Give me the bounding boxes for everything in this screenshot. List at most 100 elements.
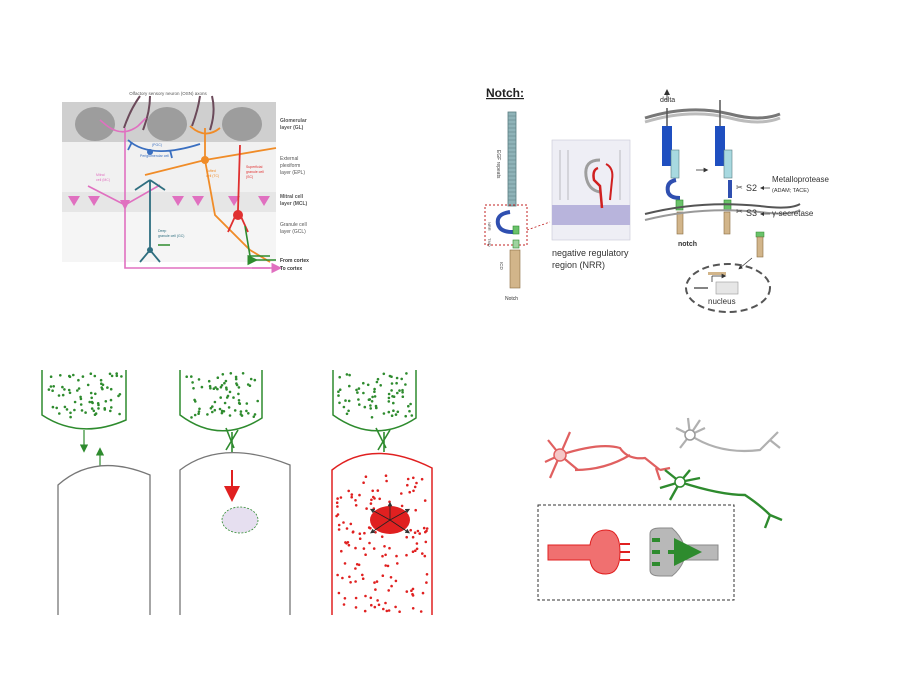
s2-scissors-icon: ✂ <box>736 183 743 192</box>
dot <box>425 573 429 576</box>
dot <box>392 409 395 413</box>
dot <box>394 413 398 416</box>
nrr-caption-2: region (NRR) <box>552 260 605 270</box>
dot <box>342 603 346 606</box>
dot <box>348 373 351 377</box>
delta-label: delta <box>660 97 675 104</box>
dot <box>200 385 204 389</box>
dot <box>392 401 395 405</box>
dot <box>424 540 428 544</box>
dot <box>84 411 87 414</box>
dot <box>245 402 249 405</box>
nrr-zoom-panel <box>551 139 631 241</box>
dot <box>68 391 72 395</box>
dot <box>382 412 386 415</box>
notch-egf-left <box>670 149 680 179</box>
nucleus-label: nucleus <box>708 297 736 306</box>
dot <box>90 396 93 400</box>
dot <box>216 387 219 391</box>
mitral-layer-somata <box>68 196 270 206</box>
legend-to-label: To cortex <box>280 266 302 272</box>
layer-mcl-line2: layer (MCL) <box>280 201 308 207</box>
dot <box>108 372 112 376</box>
dot <box>369 404 372 407</box>
tmd-label: TMD <box>487 238 492 247</box>
dot <box>369 502 373 505</box>
dot <box>409 528 413 532</box>
dot <box>253 378 257 382</box>
dot <box>86 383 90 387</box>
dot <box>407 404 410 408</box>
dot <box>197 412 200 416</box>
dot <box>336 505 339 508</box>
pgc-label: Periglomerular cell <box>140 154 169 158</box>
dot <box>373 395 377 398</box>
red-neuron-soma <box>553 448 567 462</box>
receiving-membrane <box>644 203 801 215</box>
dot <box>415 542 419 545</box>
dot <box>216 376 220 380</box>
dot <box>350 493 354 496</box>
deep-label-1: Deep <box>158 229 166 233</box>
dot <box>384 564 388 567</box>
dot <box>67 388 71 392</box>
dot <box>73 400 77 404</box>
target-cell-2 <box>179 451 291 615</box>
dot <box>89 391 93 395</box>
layer-epl-line3: layer (EPL) <box>280 170 305 176</box>
dot <box>63 388 66 391</box>
dot <box>249 377 253 381</box>
dot <box>354 546 357 550</box>
dot <box>345 542 348 545</box>
dot <box>213 408 217 412</box>
dot <box>408 490 412 494</box>
dot <box>362 381 365 385</box>
superficial-granule-soma <box>233 210 243 220</box>
dot <box>423 554 427 558</box>
mitral-label-1: Mitral <box>96 173 105 177</box>
dot <box>100 386 103 389</box>
dot <box>361 573 364 577</box>
tmd-domain <box>512 239 520 249</box>
dot <box>406 483 409 487</box>
notch-egf-right <box>723 149 733 179</box>
dot <box>388 500 391 504</box>
gamma-label: γ-secretase <box>772 209 814 218</box>
dot <box>224 379 228 383</box>
dot <box>387 589 391 592</box>
dot <box>413 531 417 534</box>
presynaptic-receptors <box>620 543 630 561</box>
dot <box>103 408 107 411</box>
dot <box>81 375 85 378</box>
dot <box>372 547 376 550</box>
dot <box>401 395 405 399</box>
dot <box>421 591 425 595</box>
dot <box>414 549 417 552</box>
dot <box>97 407 100 410</box>
dot <box>345 412 349 416</box>
nicd-fragment <box>756 236 764 258</box>
dot <box>337 523 341 527</box>
dot <box>69 411 72 415</box>
dot <box>375 406 378 410</box>
mitral-layer-band <box>62 192 276 212</box>
dot <box>120 375 123 378</box>
granule-layer-band <box>62 212 276 262</box>
dot <box>218 407 222 411</box>
target-cell-1 <box>57 465 151 615</box>
vesicle-3-dots <box>337 372 414 419</box>
dot <box>364 594 367 598</box>
delta-ligand-right <box>715 126 725 166</box>
dot <box>338 401 341 405</box>
dot <box>387 410 391 414</box>
dot <box>91 401 94 405</box>
metallo-sub: (ADAM; TACE) <box>772 188 809 194</box>
dot <box>372 507 376 510</box>
dot <box>234 377 238 381</box>
target-gene <box>715 281 739 295</box>
dot <box>190 416 193 419</box>
dot <box>411 535 415 539</box>
dot <box>367 398 371 402</box>
dot <box>412 489 415 493</box>
synapse-bridge-3 <box>375 427 391 452</box>
